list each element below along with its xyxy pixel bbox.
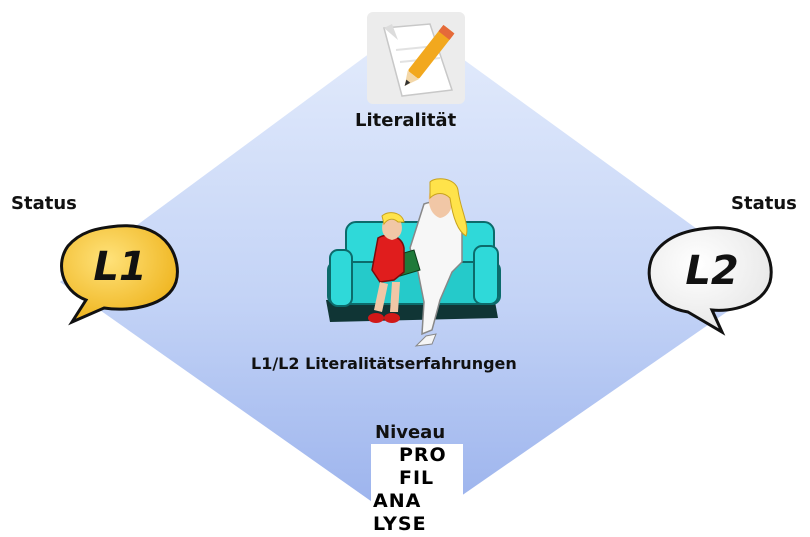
bottom-label-niveau: Niveau bbox=[375, 422, 446, 443]
mother-reading-to-child-illustration bbox=[326, 178, 501, 347]
l1-speech-bubble: L1 bbox=[60, 224, 179, 326]
top-label-literalitaet: Literalität bbox=[355, 110, 457, 131]
profil-line-2: FIL bbox=[399, 467, 435, 489]
center-label-literacy-experience: L1/L2 Literalitätserfahrungen bbox=[251, 354, 517, 373]
profilanalyse-logo: PRO FIL ANA LYSE bbox=[371, 444, 463, 537]
left-label-status: Status bbox=[11, 193, 77, 214]
profil-line-3: ANA bbox=[373, 490, 422, 512]
profil-line-1: PRO bbox=[399, 444, 447, 466]
notepad-pencil-icon bbox=[367, 12, 465, 104]
right-label-status: Status bbox=[731, 193, 797, 214]
l2-speech-bubble: L2 bbox=[647, 226, 773, 336]
profil-line-4: LYSE bbox=[373, 513, 427, 535]
l2-bubble-label: L2 bbox=[685, 248, 738, 294]
l1-bubble-label: L1 bbox=[93, 244, 146, 290]
